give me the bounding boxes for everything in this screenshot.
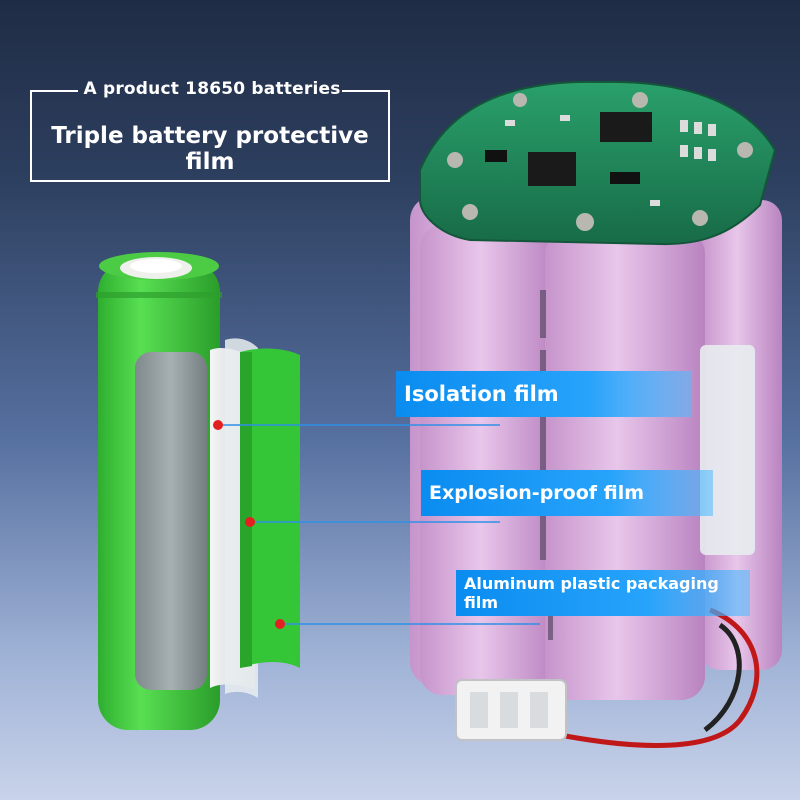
title-frame: A product 18650 batteries Triple battery… xyxy=(30,79,390,182)
page-title: Triple battery protective film xyxy=(51,123,369,175)
layer-markers xyxy=(213,420,285,629)
aluminum-plastic-film-label: Aluminum plastic packaging film xyxy=(456,570,750,616)
isolation-film-label: Isolation film xyxy=(396,371,692,417)
wire-connector xyxy=(455,679,567,741)
subtitle: A product 18650 batteries xyxy=(83,79,341,99)
explosion-proof-film-label: Explosion-proof film xyxy=(421,470,713,516)
green-cell xyxy=(96,252,300,730)
protection-circuit-board xyxy=(419,80,777,246)
leader-lines xyxy=(218,424,540,625)
